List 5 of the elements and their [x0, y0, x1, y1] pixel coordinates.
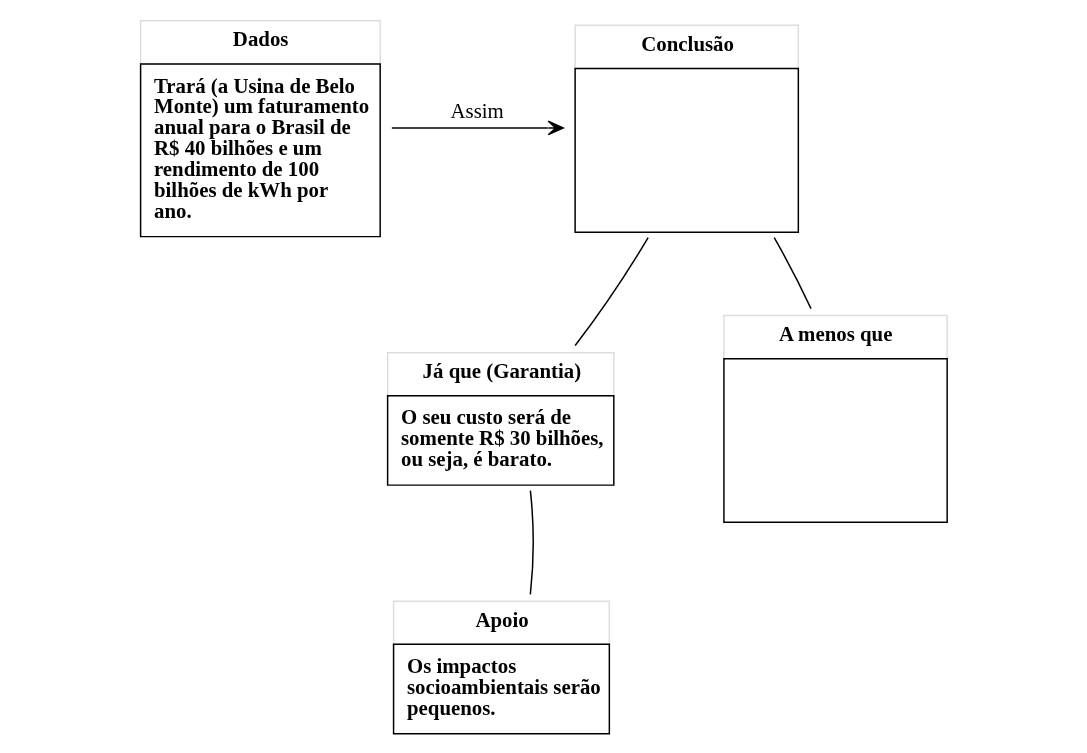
- connector: [574, 236, 649, 347]
- arrow: [391, 120, 564, 136]
- connector: [529, 489, 534, 596]
- connector: [773, 236, 812, 310]
- edge-label: Assim: [450, 98, 504, 123]
